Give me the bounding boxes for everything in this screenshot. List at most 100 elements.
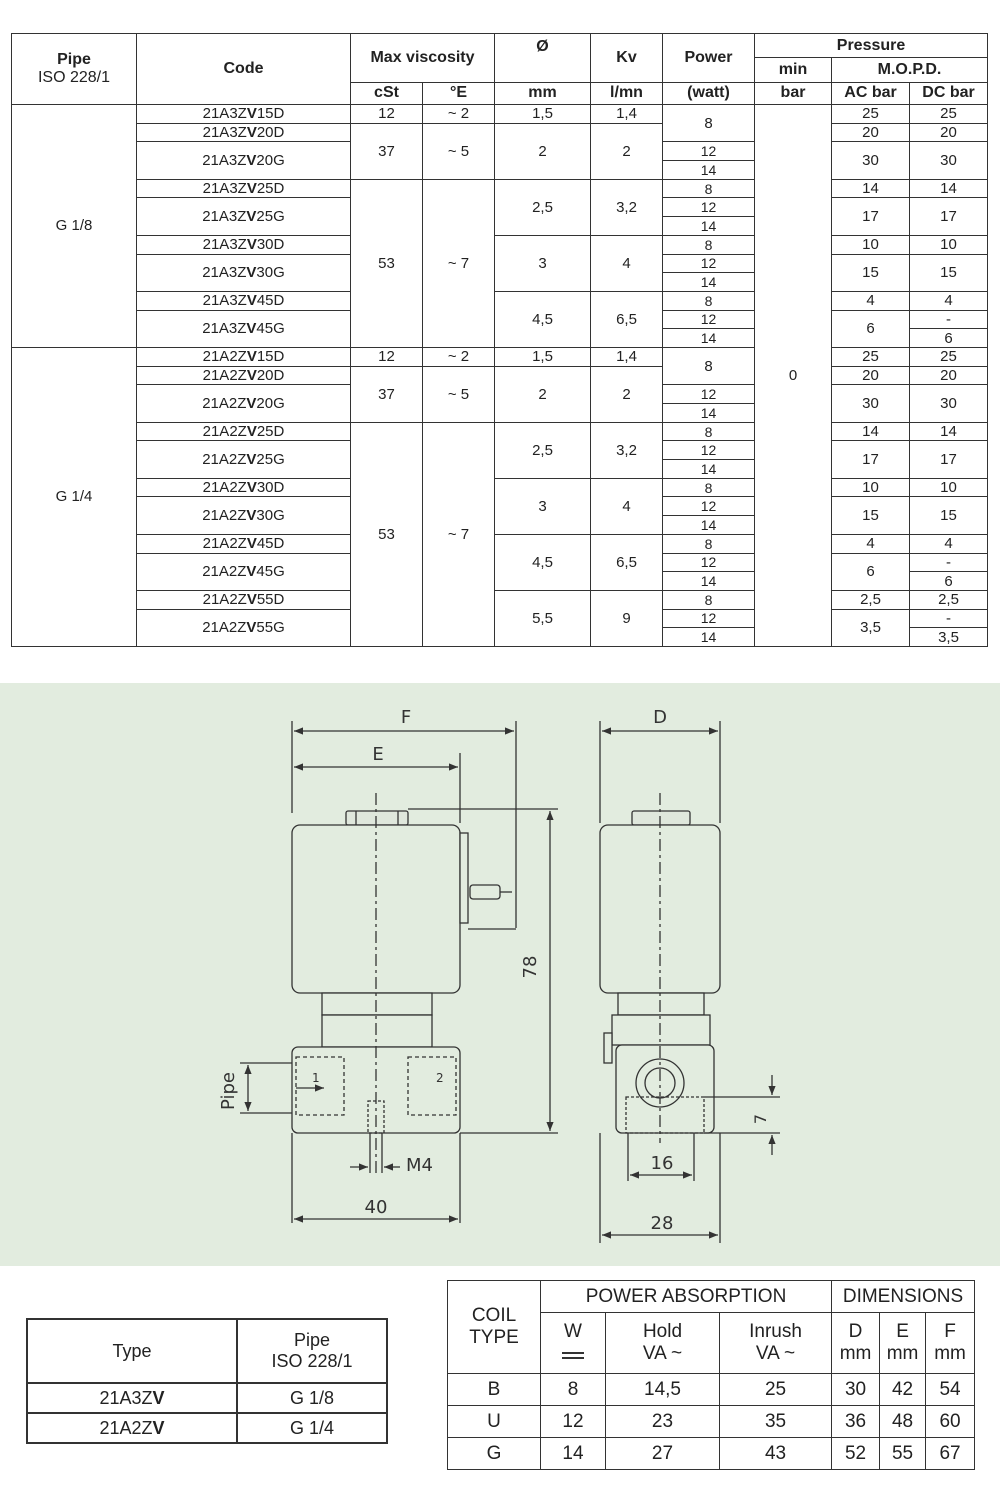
ac-bar-cell: 10 (831, 477, 910, 498)
diameter-cell: 1,5 (494, 346, 591, 367)
ac-bar-cell: 20 (831, 365, 910, 386)
code-cell: 21A2ZV30G (136, 496, 351, 535)
dc-bar-cell: 17 (908, 440, 989, 479)
label-E: E (372, 744, 383, 765)
label-7: 7 (751, 1114, 770, 1124)
code-cell: 21A2ZV25D (136, 421, 351, 442)
power-cell: 14 (662, 403, 755, 423)
power-cell: 14 (662, 272, 755, 292)
ac-bar-cell: 15 (831, 496, 910, 535)
deg-e-cell: ~ 5 (422, 365, 495, 423)
header-dia: Ø (494, 33, 591, 83)
power-cell: 8 (662, 589, 755, 610)
deg-e-cell: ~ 7 (422, 421, 495, 647)
label-28: 28 (651, 1213, 674, 1234)
code-cell: 21A2ZV55D (136, 589, 351, 610)
dc-bar-cell: - (908, 608, 989, 629)
dc-bar-cell: - (908, 552, 989, 573)
power-cell: 14 (662, 459, 755, 479)
power-cell: 12 (662, 440, 755, 461)
power-cell: 14 (662, 627, 755, 647)
power-cell: 8 (662, 477, 755, 498)
dc-bar-cell: 15 (908, 496, 989, 535)
ac-bar-cell: 17 (831, 440, 910, 479)
ac-bar-cell: 4 (831, 290, 910, 311)
cst-cell: 12 (350, 346, 423, 367)
code-cell: 21A2ZV55G (136, 608, 351, 647)
w-header: W (540, 1312, 606, 1374)
power-cell: 12 (662, 309, 755, 330)
dc-bar-cell: 25 (908, 104, 989, 124)
dc-bar-cell: 20 (908, 365, 989, 386)
power-cell: 8 (662, 421, 755, 442)
diameter-cell: 5,5 (494, 589, 591, 647)
header-power: Power (662, 33, 755, 83)
ac-bar-cell: 17 (831, 197, 910, 236)
cst-cell: 53 (350, 178, 423, 348)
header-min: min (754, 57, 832, 83)
header-ac-bar: AC bar (831, 81, 910, 106)
code-cell: 21A3ZV25G (136, 197, 351, 236)
dc-bar-cell: 10 (908, 234, 989, 255)
cst-cell: 37 (350, 365, 423, 423)
diameter-cell: 4,5 (494, 290, 591, 348)
dc-bar-cell: 4 (908, 290, 989, 311)
power-absorption-header: POWER ABSORPTION (539, 1280, 833, 1313)
header-cst: cSt (350, 81, 423, 106)
label-D: D (653, 707, 667, 728)
dc-bar-cell: 14 (908, 421, 989, 442)
ac-bar-cell: 25 (831, 104, 910, 124)
label-16: 16 (651, 1153, 674, 1174)
ac-bar-cell: 30 (831, 141, 910, 180)
code-cell: 21A3ZV25D (136, 178, 351, 199)
code-cell: 21A3ZV45G (136, 309, 351, 348)
front-view: F E 1 2 (218, 707, 558, 1223)
header-deg-e: °E (422, 81, 495, 106)
code-cell: 21A2ZV20D (136, 365, 351, 386)
label-F: F (401, 707, 411, 728)
power-cell: 8 (662, 346, 755, 386)
power-cell: 14 (662, 515, 755, 535)
code-cell: 21A2ZV30D (136, 477, 351, 498)
power-cell: 12 (662, 141, 755, 162)
type-table: Type Pipe ISO 228/1 21A3ZV G 1/8 21A2ZV … (26, 1318, 388, 1444)
diameter-cell: 3 (494, 234, 591, 292)
ac-bar-cell: 15 (831, 253, 910, 292)
header-bar: bar (754, 81, 832, 106)
dc-bar-cell: 30 (908, 384, 989, 423)
kv-cell: 9 (590, 589, 663, 647)
diameter-cell: 4,5 (494, 533, 591, 591)
kv-cell: 6,5 (590, 290, 663, 348)
header-code: Code (136, 33, 351, 105)
ac-bar-cell: 30 (831, 384, 910, 423)
kv-cell: 3,2 (590, 421, 663, 479)
spec-table: Pipe ISO 228/1 Code Max viscosity Ø Kv P… (11, 32, 989, 647)
dc-bar-cell: 2,5 (908, 589, 989, 610)
header-max-viscosity: Max viscosity (350, 33, 495, 83)
kv-cell: 2 (590, 365, 663, 423)
port-1-label: 1 (312, 1071, 320, 1085)
deg-e-cell: ~ 2 (422, 104, 495, 124)
power-cell: 12 (662, 608, 755, 629)
dc-symbol (562, 1352, 584, 1359)
ac-bar-cell: 4 (831, 533, 910, 554)
diameter-cell: 1,5 (494, 104, 591, 124)
cst-cell: 12 (350, 104, 423, 124)
